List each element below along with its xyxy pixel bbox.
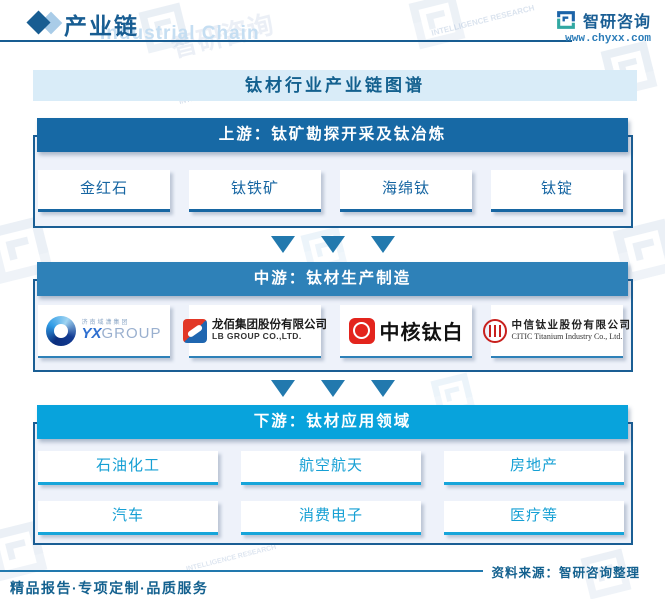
citic-titanium-logo-icon (482, 318, 507, 343)
down-arrow-icon (370, 236, 395, 253)
upstream-item-ilmenite: 钛铁矿 (189, 170, 321, 212)
lb-group-cn-name: 龙佰集团股份有限公司 (212, 319, 327, 331)
footer-slogan: 精品报告·专项定制·品质服务 (10, 580, 209, 596)
diagram-title: 钛材行业产业链图谱 (33, 70, 637, 101)
zhiyan-logo-icon (557, 11, 575, 29)
brand-url[interactable]: www.chyxx.com (565, 33, 651, 45)
header-divider (0, 40, 572, 42)
lb-group-logo-icon (183, 318, 207, 343)
down-arrow-icon (320, 236, 345, 253)
downstream-item-real-estate: 房地产 (444, 451, 624, 485)
upstream-item-rutile: 金红石 (38, 170, 170, 212)
yx-group-en-light: GROUP (101, 325, 162, 343)
company-card-cnnc-titanium: 中核钛白 (340, 305, 472, 358)
downstream-item-consumer-electronics: 消费电子 (241, 501, 421, 535)
page-title: 产业链 (64, 13, 139, 39)
brand-logo: 智研咨询 (555, 8, 651, 32)
company-card-yx-group: 济南域潇集团 YXGROUP (38, 305, 170, 358)
yx-group-logo-icon (46, 315, 77, 346)
downstream-item-automobile: 汽车 (38, 501, 218, 535)
diamond-icon (26, 10, 65, 36)
arrows-midstream-to-downstream (0, 380, 665, 397)
citic-titanium-en-name: CITIC Titanium Industry Co., Ltd. (511, 331, 623, 341)
source-divider (0, 570, 484, 572)
down-arrow-icon (270, 236, 295, 253)
source-text: 资料来源：智研咨询整理 (491, 565, 640, 580)
company-card-lb-group: 龙佰集团股份有限公司 LB GROUP CO.,LTD. (183, 305, 327, 358)
watermark-text: INTELLIGENCE RESEARCH (430, 3, 536, 38)
arrows-upstream-to-midstream (0, 236, 665, 253)
midstream-section-header: 中游：钛材生产制造 (37, 262, 628, 296)
cnnc-titanium-cn-name: 中核钛白 (379, 322, 464, 344)
upstream-item-sponge-titanium: 海绵钛 (340, 170, 472, 212)
down-arrow-icon (320, 380, 345, 397)
downstream-item-aerospace: 航空航天 (241, 451, 421, 485)
cnnc-titanium-logo-icon (348, 317, 375, 344)
company-card-citic-titanium: 中信钛业股份有限公司 CITIC Titanium Industry Co., … (482, 305, 630, 358)
down-arrow-icon (370, 380, 395, 397)
upstream-section-header: 上游：钛矿勘探开采及钛冶炼 (37, 118, 628, 152)
down-arrow-icon (270, 380, 295, 397)
lb-group-en-name: LB GROUP CO.,LTD. (212, 331, 302, 342)
citic-titanium-cn-name: 中信钛业股份有限公司 (511, 319, 632, 331)
yx-group-cn-name: 济南域潇集团 (81, 319, 130, 326)
zhiyan-logo-watermark-icon (402, 0, 472, 56)
downstream-item-petrochemical: 石油化工 (38, 451, 218, 485)
downstream-section-header: 下游：钛材应用领域 (37, 405, 628, 439)
yx-group-en-bold: YX (81, 325, 102, 343)
upstream-item-titanium-ingot: 钛锭 (491, 170, 623, 212)
brand-name: 智研咨询 (582, 14, 651, 31)
downstream-item-medical: 医疗等 (444, 501, 624, 535)
